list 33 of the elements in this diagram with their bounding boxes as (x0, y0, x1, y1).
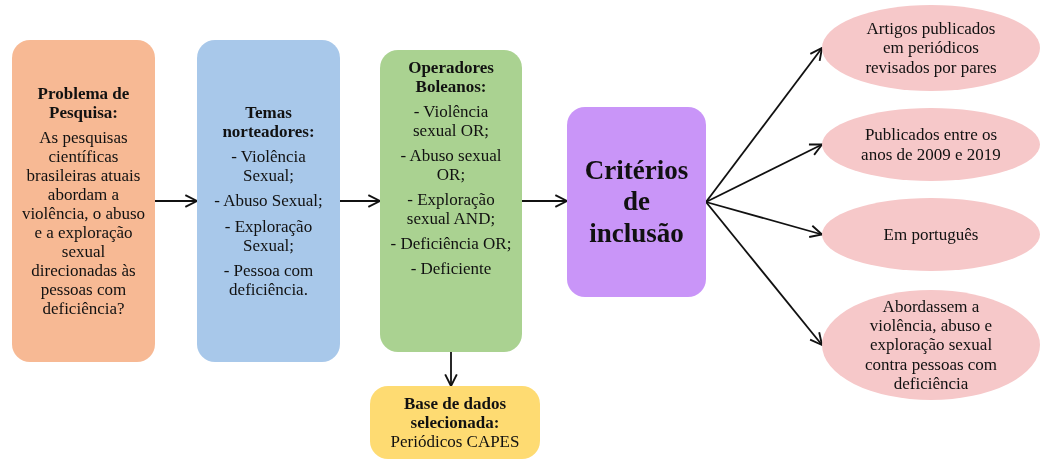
arrow (705, 143, 823, 203)
list-item: - Pessoa com deficiência. (222, 260, 315, 299)
arrow (705, 47, 823, 203)
hub-box (567, 107, 706, 297)
process-box (380, 50, 522, 352)
arrow (705, 201, 823, 238)
node-heading: Operadores Boleanos: (407, 58, 495, 97)
list-item: - Abuso Sexual; (214, 191, 323, 211)
list-item: - Deficiente (410, 259, 492, 279)
list-item: - Violência sexual OR; (412, 102, 490, 141)
node-text: Em português (883, 225, 979, 244)
list-item: - Exploração sexual AND; (405, 190, 497, 229)
process-box (197, 40, 340, 362)
arrow (705, 201, 823, 346)
node-text: Artigos publicados em periódicos revisados por pares (864, 19, 998, 77)
node-text: Abordassem a violência, abuso e exploração sexual contra pessoas com deficiência (863, 297, 999, 393)
node-title: Critérios de inclusão (583, 154, 690, 250)
arrow (521, 194, 568, 208)
node-text: Periódicos CAPES (390, 432, 520, 452)
list-item: - Abuso sexual OR; (399, 146, 503, 185)
node-heading: Temas norteadores: (221, 103, 316, 142)
list-item: - Exploração Sexual; (223, 216, 314, 255)
process-box (370, 386, 540, 459)
node-heading: Problema de Pesquisa: (36, 83, 131, 122)
arrow (444, 351, 458, 387)
list-item: - Violência Sexual; (230, 147, 307, 186)
node-text: Publicados entre os anos de 2009 e 2019 (860, 125, 1002, 164)
arrow (154, 194, 198, 208)
node-heading: Base de dados selecionada: (403, 393, 507, 432)
process-box (12, 40, 155, 362)
arrow (339, 194, 381, 208)
node-text: As pesquisas científicas brasileiras atuais abordam a violência, o abuso e a exploração sexual direcionadas às pessoas com deficiência? (20, 127, 147, 319)
list-item: - Deficiência OR; (390, 234, 512, 254)
